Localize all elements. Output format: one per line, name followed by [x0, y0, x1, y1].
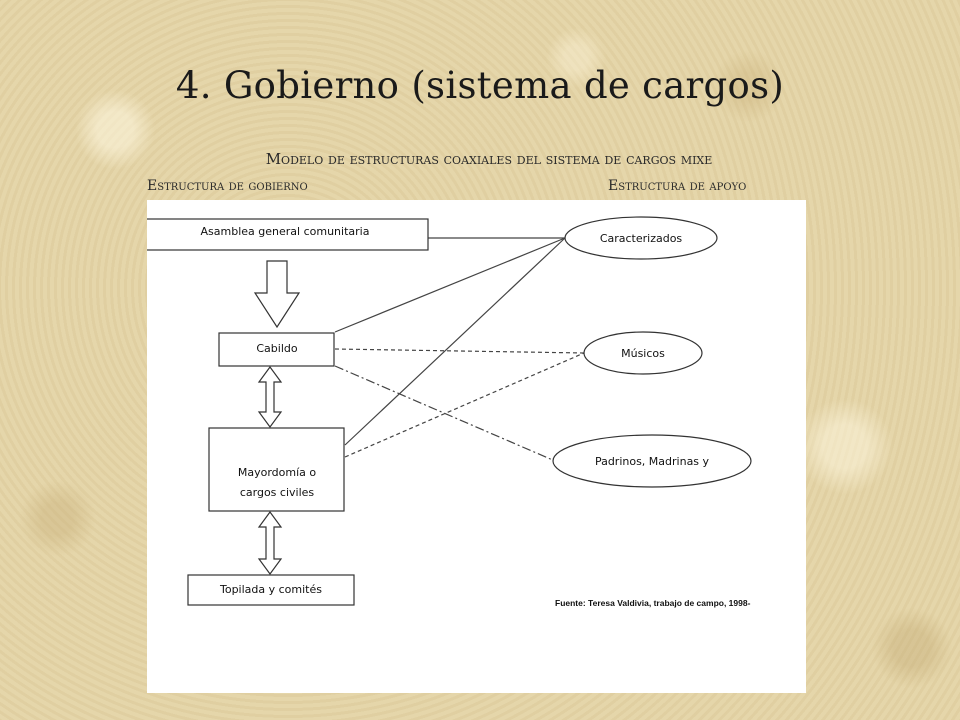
mayordomia-label-line1: Mayordomía o	[238, 466, 317, 479]
cabildo-box	[218, 332, 335, 367]
padrinos-label: Padrinos, Madrinas y	[595, 455, 710, 468]
double-arrow-icon	[257, 510, 283, 576]
musicos-label: Músicos	[621, 347, 665, 360]
edge-cabildo-musicos	[334, 348, 585, 354]
topilada-label: Topilada y comités	[219, 583, 322, 596]
padrinos-node	[552, 434, 752, 488]
edge-cabildo-caracterizados	[334, 237, 566, 333]
mayordomia-box	[208, 427, 345, 512]
double-arrow-icon	[257, 365, 283, 429]
edge-mayordomia-musicos	[344, 352, 585, 458]
government-structure-label: Estructura de gobierno	[147, 178, 308, 194]
caracterizados-node	[564, 216, 718, 260]
edge-cabildo-padrinos	[334, 365, 556, 462]
down-arrow-icon	[253, 260, 301, 329]
topilada-box	[187, 574, 355, 606]
diagram-canvas: Asamblea general comunitaria Cabildo May…	[147, 216, 752, 608]
diagram-subtitle: Modelo de estructuras coaxiales del sist…	[265, 150, 713, 168]
slide-title: 4. Gobierno (sistema de cargos)	[175, 64, 785, 107]
asamblea-box	[147, 218, 429, 251]
musicos-node	[583, 331, 703, 375]
caracterizados-label: Caracterizados	[600, 232, 683, 245]
source-note: Fuente: Teresa Valdivia, trabajo de camp…	[555, 598, 751, 608]
support-structure-label: Estructura de apoyo	[608, 178, 747, 194]
asamblea-label: Asamblea general comunitaria	[201, 225, 370, 238]
edge-mayordomia-caracterizados	[344, 237, 566, 446]
cabildo-label: Cabildo	[256, 342, 297, 355]
diagram-figure: Asamblea general comunitaria Cabildo May…	[147, 200, 806, 693]
mayordomia-label-line2: cargos civiles	[240, 486, 315, 499]
